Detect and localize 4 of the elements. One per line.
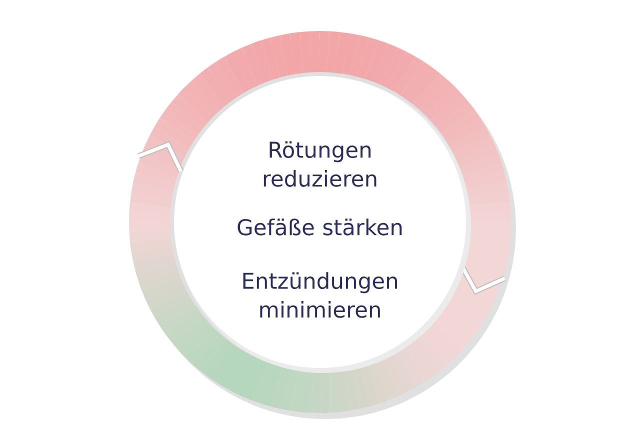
circle-label: Entzündungen minimieren (243, 272, 398, 318)
circle-label: Rötungen reduzieren (264, 141, 376, 187)
circle-label: Gefäße stärken (238, 218, 402, 236)
center-circle (174, 76, 466, 368)
